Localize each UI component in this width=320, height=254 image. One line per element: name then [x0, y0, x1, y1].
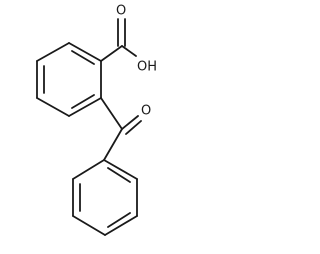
ring2-inner-double-2: [107, 212, 131, 228]
ketone-to-phenyl-bond: [103, 128, 123, 161]
ring2-bond-1: [72, 159, 105, 180]
top-benzene-ring: [36, 42, 102, 117]
ring1-inner-double-2: [71, 94, 95, 109]
ring2-bond-6: [103, 159, 138, 180]
ring-to-ketone-bond: [100, 97, 123, 130]
carboxylic-acid-group: O OH: [100, 4, 157, 75]
carbon-hydroxyl-bond: [121, 45, 137, 57]
ketone-group: O: [100, 97, 151, 161]
ring1-bond-3: [36, 97, 70, 117]
ring1-bond-6: [68, 42, 102, 62]
ring1-bond-1: [36, 42, 70, 62]
ketone-double-bond-b: [125, 120, 142, 135]
ketone-double-bond-a: [121, 115, 139, 130]
ring1-inner-double-3: [71, 50, 95, 65]
ring-to-carboxyl-bond: [100, 45, 123, 62]
hydroxyl-label: OH: [137, 60, 157, 75]
chemical-structure-diagram: O OH O: [36, 4, 157, 236]
ring1-bond-4: [68, 97, 102, 117]
carboxyl-oxygen-label: O: [116, 4, 126, 19]
ring2-inner-double-3: [107, 167, 131, 183]
ring2-bond-3: [72, 215, 106, 236]
ring2-bond-4: [104, 215, 138, 236]
bottom-benzene-ring: [72, 159, 138, 236]
ketone-oxygen-label: O: [141, 104, 151, 119]
